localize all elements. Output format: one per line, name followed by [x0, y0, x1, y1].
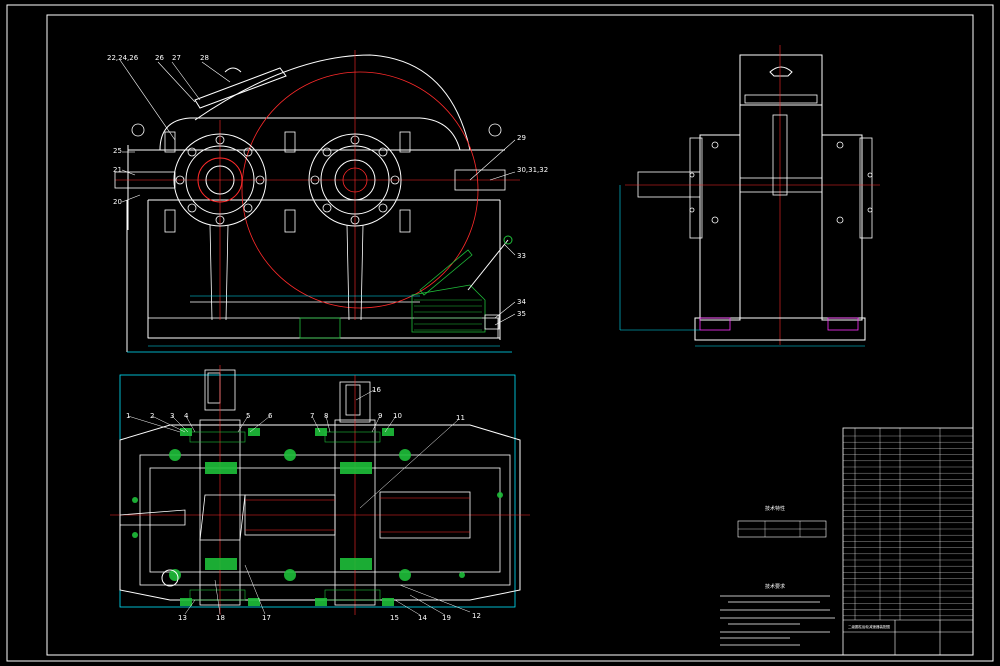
callout-2: 2 [150, 412, 154, 420]
outer-frame [6, 4, 994, 662]
callout-35: 35 [517, 310, 526, 318]
callout-20: 20 [113, 198, 122, 206]
callout-26: 26 [155, 54, 164, 62]
callout-28: 28 [200, 54, 209, 62]
front-view: 22,24,26 26 27 28 25 21 20 29 30,31,32 3… [107, 50, 548, 353]
side-view [619, 45, 880, 347]
callout-19: 19 [442, 614, 451, 622]
parts-list: 二级圆柱齿轮减速器装配图 [842, 427, 974, 656]
tech-notes: 技术要求 [720, 583, 835, 646]
callout-13: 13 [178, 614, 187, 622]
tech-notes-title: 技术要求 [765, 583, 785, 590]
callout-17: 17 [262, 614, 271, 622]
callout-16: 16 [372, 386, 381, 394]
callout-1: 1 [126, 412, 130, 420]
callout-4: 4 [184, 412, 189, 420]
tech-specs: 技术特性 [737, 505, 827, 538]
callout-3: 3 [170, 412, 174, 420]
callout-12: 12 [472, 612, 481, 620]
tech-specs-title: 技术特性 [765, 505, 785, 512]
callout-21: 21 [113, 166, 122, 174]
callout-29: 29 [517, 134, 526, 142]
top-view: 1 2 3 4 5 6 7 8 9 10 11 16 12 13 14 15 1… [110, 365, 530, 622]
callout-9: 9 [378, 412, 382, 420]
callout-25: 25 [113, 147, 122, 155]
callout-22-24-26: 22,24,26 [107, 54, 139, 62]
callout-11: 11 [456, 414, 465, 422]
callout-6: 6 [268, 412, 273, 420]
callout-8: 8 [324, 412, 328, 420]
callout-27: 27 [172, 54, 181, 62]
callout-5: 5 [246, 412, 250, 420]
callout-18: 18 [216, 614, 225, 622]
callout-14: 14 [418, 614, 427, 622]
drawing-name: 二级圆柱齿轮减速器装配图 [848, 624, 890, 629]
inner-frame [46, 14, 974, 656]
callout-33: 33 [517, 252, 526, 260]
callout-15: 15 [390, 614, 399, 622]
callout-10: 10 [393, 412, 402, 420]
callout-7: 7 [310, 412, 314, 420]
callout-34: 34 [517, 298, 526, 306]
callout-30-31-32: 30,31,32 [517, 166, 548, 174]
